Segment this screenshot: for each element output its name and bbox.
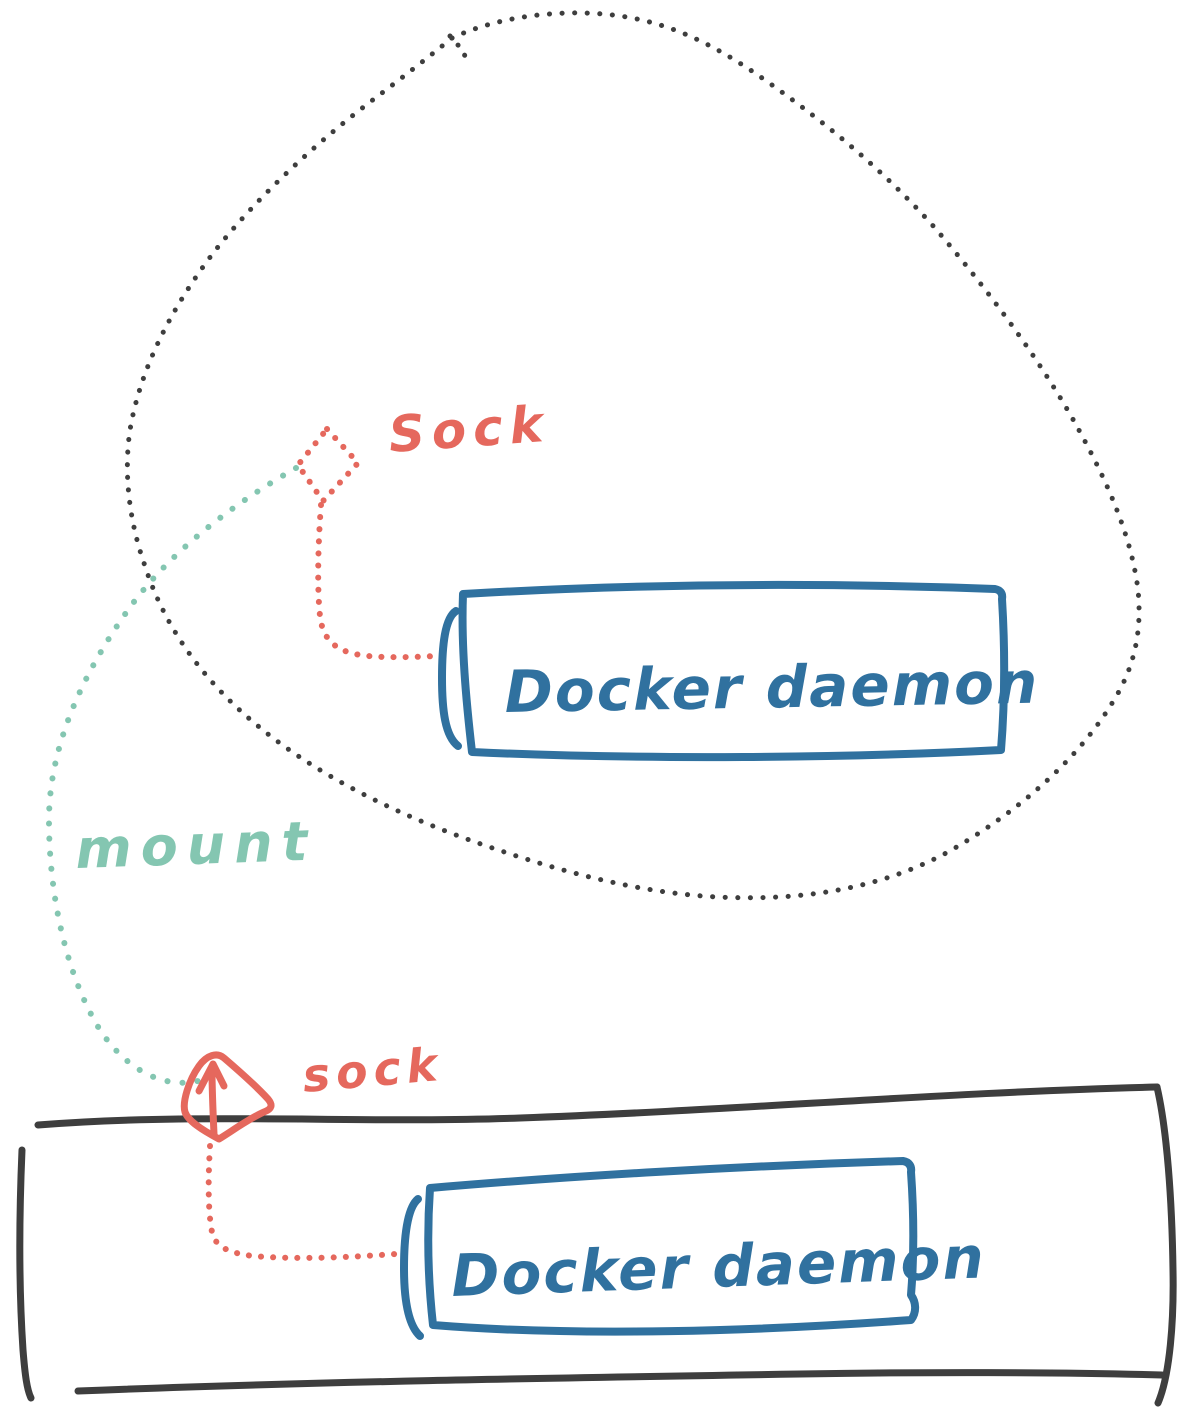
host-daemon-label: Docker daemon xyxy=(450,1223,987,1310)
host-box-bottom-edge xyxy=(74,1369,1166,1395)
host-daemon-box-outline xyxy=(424,1157,920,1336)
container-daemon-box-bracket xyxy=(438,607,462,750)
mount-connector xyxy=(46,465,299,1086)
container-sock-label: Sock xyxy=(387,395,552,464)
host-sock-arrow-head xyxy=(195,1060,228,1095)
container-daemon-box xyxy=(438,580,1009,762)
host-box-top-edge xyxy=(34,1083,1161,1129)
mount-label: mount xyxy=(74,810,317,881)
host-sock-label: sock xyxy=(300,1037,445,1103)
host-daemon-box-bracket xyxy=(400,1195,424,1340)
container-sock-connector xyxy=(315,502,440,661)
host-box-left-edge xyxy=(16,1146,35,1402)
container-sock-diamond xyxy=(295,426,361,504)
host-sock-arrow-shaft xyxy=(208,1066,218,1138)
host-box xyxy=(16,1083,1177,1407)
host-sock-connector xyxy=(205,1143,399,1261)
host-sock-shape xyxy=(180,1051,275,1143)
host-sock-outline xyxy=(180,1051,275,1143)
host-daemon-box xyxy=(400,1157,920,1340)
container-daemon-box-outline xyxy=(458,580,1009,762)
container-boundary-tail xyxy=(447,33,470,63)
host-box-right-edge xyxy=(1153,1083,1177,1407)
container-daemon-label: Docker daemon xyxy=(504,649,1040,726)
container-boundary-ellipse xyxy=(124,10,1142,901)
container-boundary xyxy=(124,10,1142,901)
